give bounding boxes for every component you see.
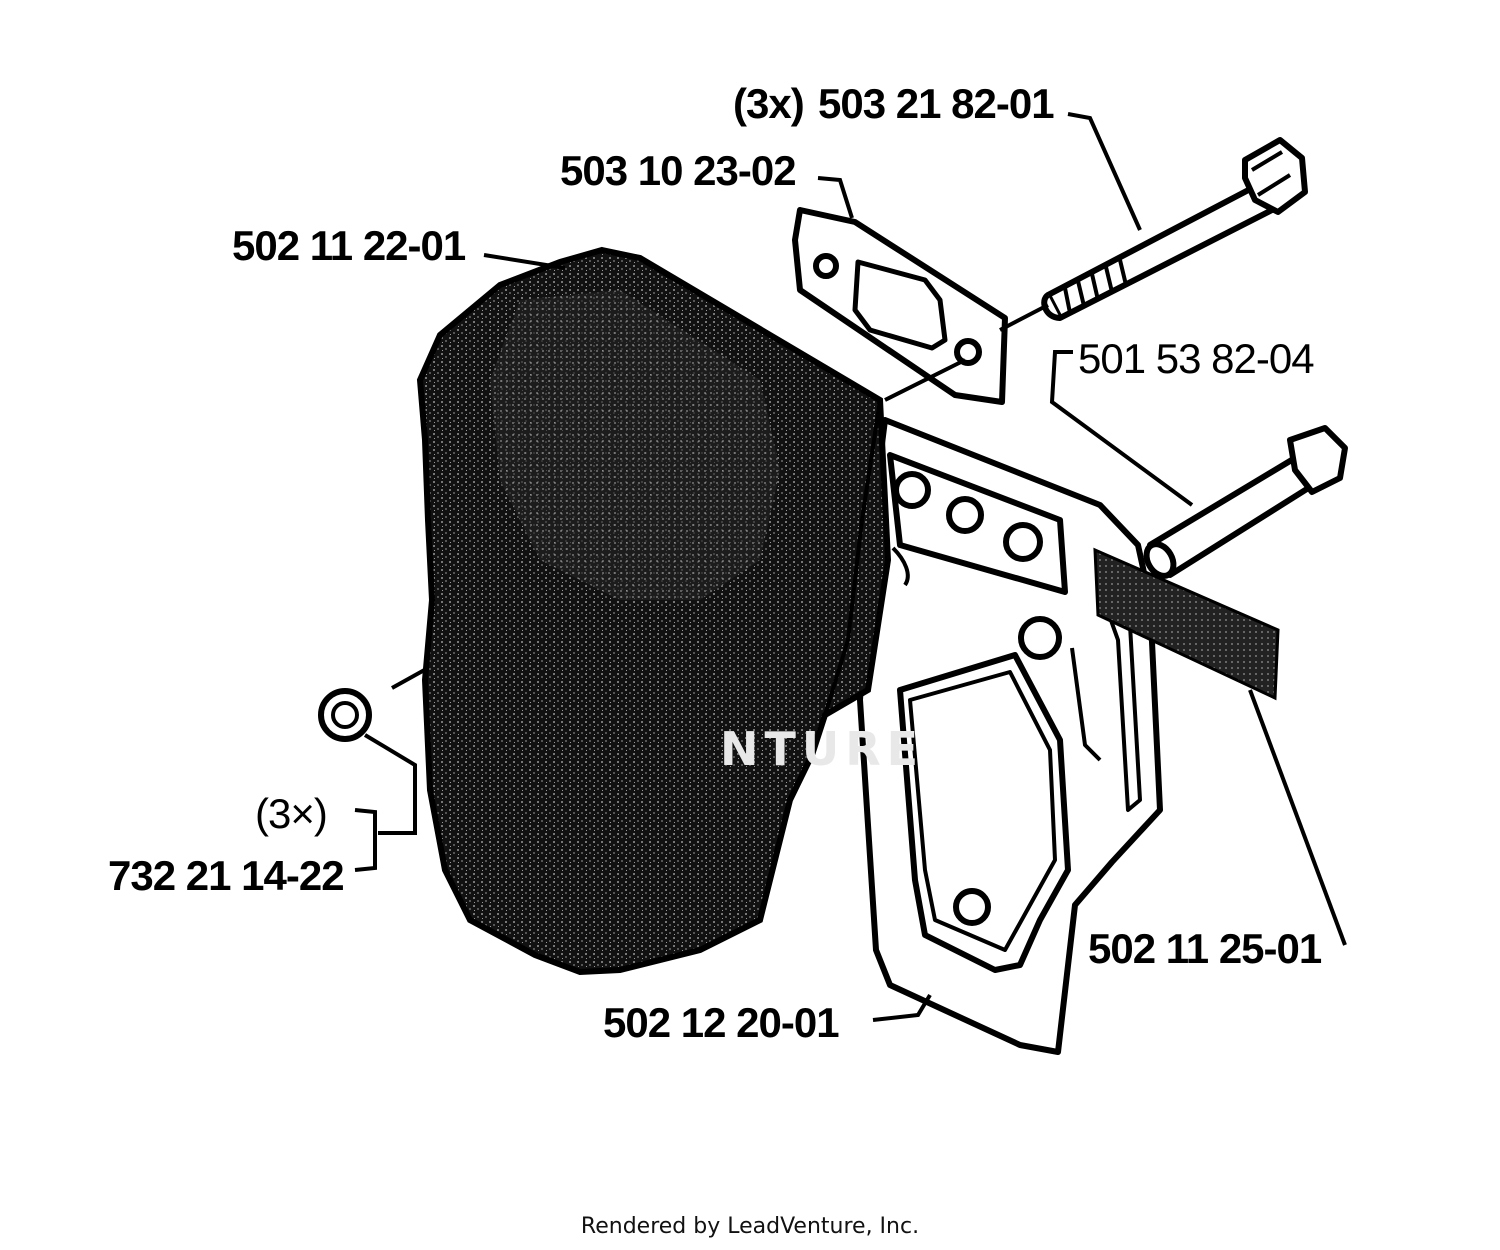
- leader-nut-to-muffler: [391, 666, 429, 690]
- leader-pin: [1049, 350, 1194, 507]
- spark-screen-part: [1093, 547, 1280, 701]
- leader-bracket: [872, 993, 932, 1022]
- footer-credit: Rendered by LeadVenture, Inc.: [580, 1214, 920, 1239]
- leader-gasket-muffler: [884, 358, 966, 402]
- bracket-part: [857, 417, 1163, 1055]
- label-gasket-part: 503 10 23-02: [560, 147, 797, 194]
- label-spark-screen-part: 502 11 25-01: [1088, 925, 1322, 972]
- pin-part: [1143, 425, 1348, 579]
- leader-muffler: [483, 253, 566, 270]
- label-pin-part: 501 53 82-04: [1078, 335, 1315, 382]
- nut-part: [318, 688, 372, 742]
- label-nut-qty: (3×): [255, 790, 328, 837]
- long-screw-part: [1041, 137, 1308, 321]
- label-nut-part: 732 21 14-22: [108, 852, 345, 899]
- leader-lines: [354, 112, 1347, 1022]
- label-screw-qty: (3x): [733, 80, 805, 127]
- leader-gasket-screw: [999, 303, 1049, 332]
- label-muffler-part: 502 11 22-01: [232, 222, 466, 269]
- label-screw-part: 503 21 82-01: [818, 80, 1055, 127]
- muffler-part: [416, 246, 892, 976]
- leader-screw: [1067, 112, 1142, 231]
- leader-gasket: [817, 176, 854, 219]
- watermark: NTURE: [720, 722, 925, 776]
- label-bracket-part: 502 12 20-01: [603, 999, 840, 1046]
- leader-nut: [363, 733, 417, 835]
- leader-nut-bracket: [354, 808, 377, 872]
- gasket-part: [792, 207, 1008, 405]
- leader-screen: [1248, 689, 1347, 946]
